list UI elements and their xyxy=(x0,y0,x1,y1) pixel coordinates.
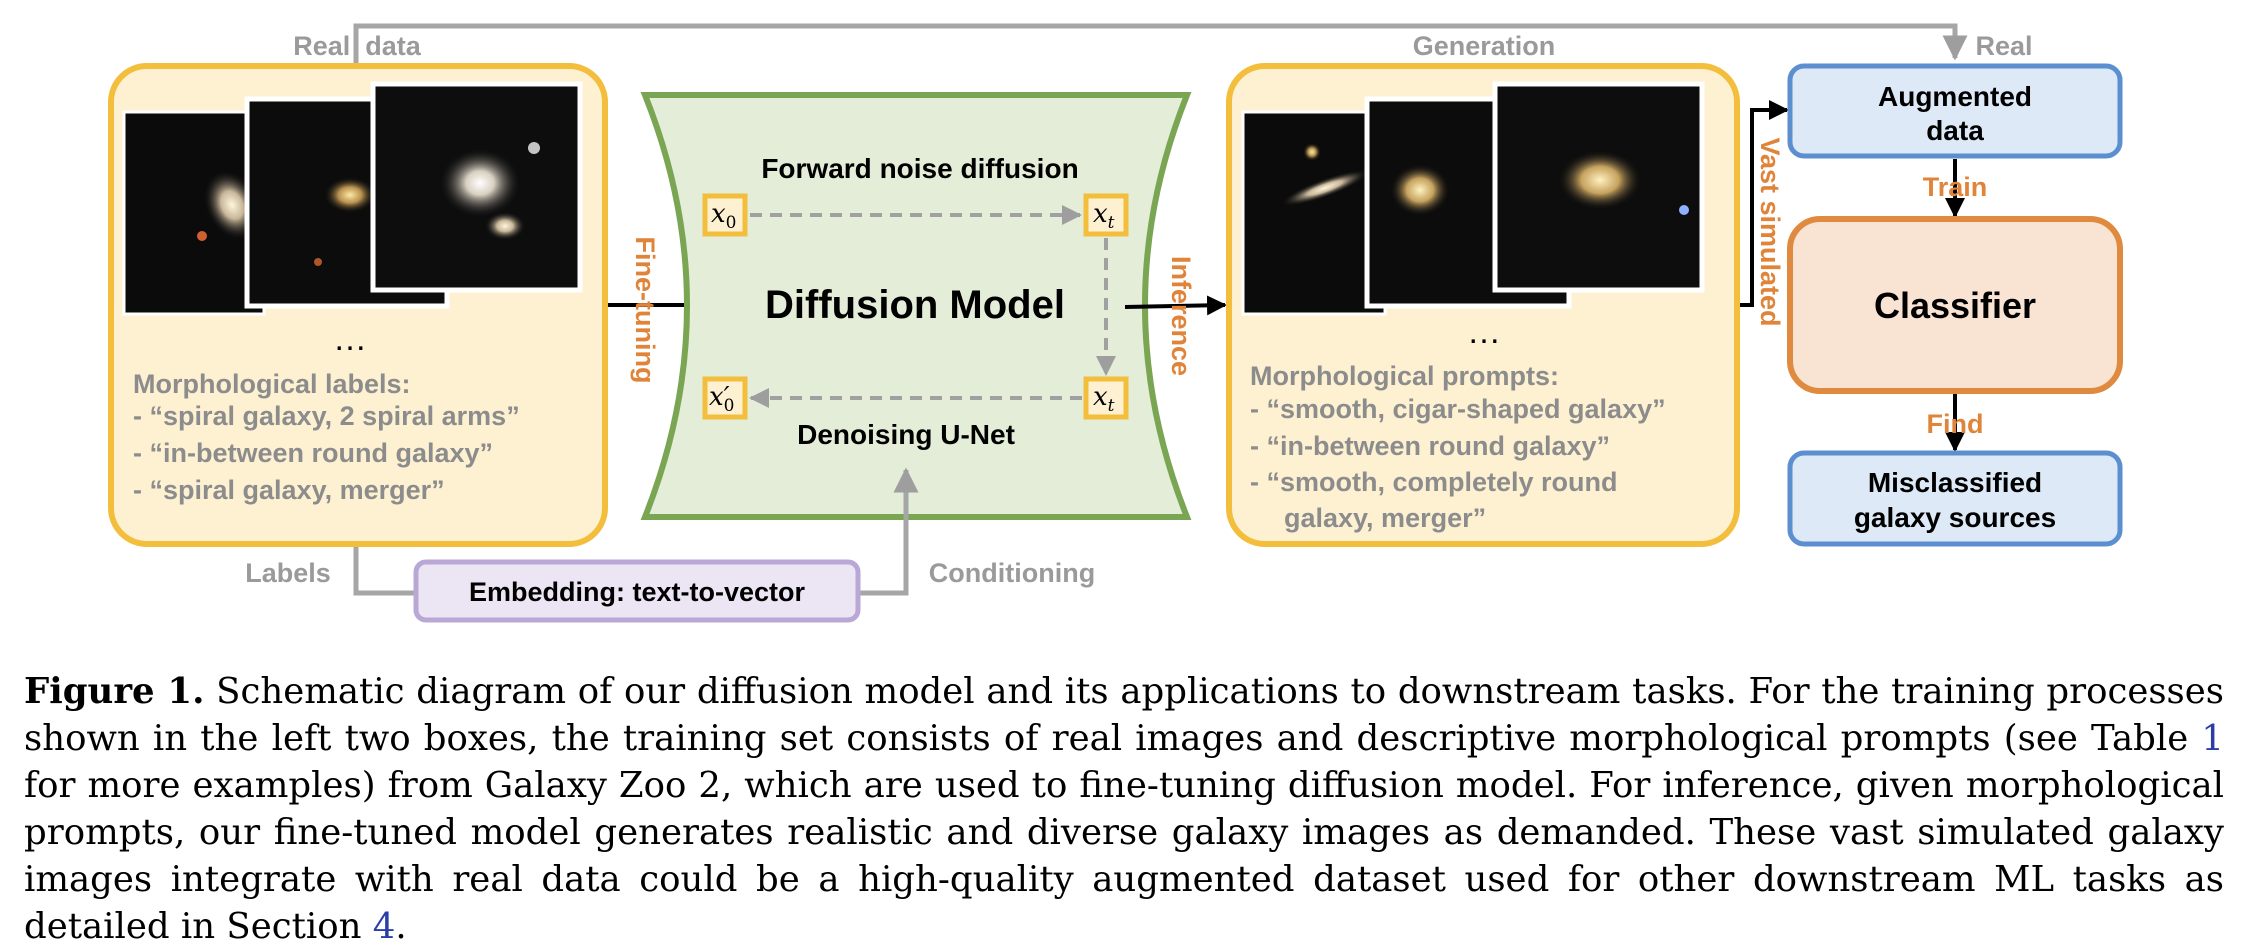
svg-text:xt: xt xyxy=(1093,382,1115,416)
label-item-1: - “spiral galaxy, 2 spiral arms” xyxy=(133,401,520,431)
labels-label: Labels xyxy=(245,558,331,588)
diffusion-model-block xyxy=(640,92,1192,520)
xt-node-bottom: xt xyxy=(1083,376,1129,420)
svg-text:x′0: x′0 xyxy=(709,382,734,416)
augmented-data-line2: data xyxy=(1926,115,1984,146)
xt-bottom-subscript: t xyxy=(1108,396,1115,416)
label-item-3: - “spiral galaxy, merger” xyxy=(133,475,445,505)
section-reference-link[interactable]: 4 xyxy=(372,906,396,947)
x0-prime-symbol: x′ xyxy=(709,382,730,412)
x0-subscript: 0 xyxy=(726,213,737,233)
caption-text-3: . xyxy=(395,906,407,947)
x0-node: x0 xyxy=(702,193,748,237)
inference-arrow xyxy=(1124,295,1227,316)
xt-bottom-symbol: x xyxy=(1093,382,1108,412)
xt-top-symbol: x xyxy=(1093,199,1108,229)
denoising-unet-label: Denoising U-Net xyxy=(797,419,1015,450)
xt-node-top: xt xyxy=(1083,193,1129,237)
caption-text-1: Schematic diagram of our diffusion model… xyxy=(24,671,2225,759)
vast-simulated-label: Vast simulated xyxy=(1755,137,1785,326)
prompt-item-3-cont: galaxy, merger” xyxy=(1284,503,1486,533)
x0-prime-subscript: 0 xyxy=(724,396,735,416)
inference-label: Inference xyxy=(1166,256,1196,376)
diffusion-process-arrows xyxy=(749,205,1116,408)
embedding-label: Embedding: text-to-vector xyxy=(469,577,806,607)
conditioning-path xyxy=(353,467,919,596)
generated-galaxy-image-1 xyxy=(1241,110,1387,316)
figure-caption: Figure 1. Schematic diagram of our diffu… xyxy=(24,668,2224,950)
svg-text:xt: xt xyxy=(1093,199,1115,233)
x0-prime-node: x′0 xyxy=(702,376,748,420)
real-data-feedback-arrow xyxy=(353,23,1968,66)
x0-symbol: x xyxy=(711,199,726,229)
morphological-prompts-heading: Morphological prompts: xyxy=(1250,361,1559,391)
generation-label: Generation xyxy=(1413,31,1556,61)
forward-noise-label: Forward noise diffusion xyxy=(761,153,1078,184)
prompt-item-3: - “smooth, completely round xyxy=(1250,467,1618,497)
train-label: Train xyxy=(1923,172,1988,202)
xt-top-subscript: t xyxy=(1108,213,1115,233)
real-images-box: … Morphological labels: - “spiral galaxy… xyxy=(108,63,608,547)
classifier-box xyxy=(1787,216,2123,394)
generated-galaxy-image-3 xyxy=(1492,81,1705,293)
misclassified-line2: galaxy sources xyxy=(1854,502,2056,533)
classifier-label: Classifier xyxy=(1874,285,2036,326)
real-data-label: Real data xyxy=(293,31,422,61)
conditioning-label: Conditioning xyxy=(929,558,1095,588)
vast-simulated-arrow xyxy=(1740,100,1789,307)
schematic-diagram: Real data Generation Real … Morphologica… xyxy=(108,23,2123,623)
caption-text-2: for more examples) from Galaxy Zoo 2, wh… xyxy=(24,765,2224,947)
misclassified-line1: Misclassified xyxy=(1868,467,2042,498)
left-ellipsis: … xyxy=(333,320,367,358)
generated-images-box: … Morphological prompts: - “smooth, ciga… xyxy=(1226,63,1740,547)
morphological-labels-heading: Morphological labels: xyxy=(133,369,411,399)
figure-label: Figure 1. xyxy=(24,671,205,712)
embedding-box xyxy=(413,559,861,623)
augmented-data-box xyxy=(1787,63,2123,159)
table-reference-link[interactable]: 1 xyxy=(2201,718,2224,759)
real-galaxy-image-3 xyxy=(370,81,583,293)
svg-text:x0: x0 xyxy=(711,199,737,233)
real-galaxy-image-1 xyxy=(122,110,266,316)
prompt-item-1: - “smooth, cigar-shaped galaxy” xyxy=(1250,394,1666,424)
find-label: Find xyxy=(1927,409,1984,439)
misclassified-box xyxy=(1787,450,2123,547)
label-item-2: - “in-between round galaxy” xyxy=(133,438,493,468)
augmented-data-line1: Augmented xyxy=(1878,81,2032,112)
diffusion-model-title: Diffusion Model xyxy=(765,283,1065,327)
real-label: Real xyxy=(1975,31,2032,61)
prompt-item-2: - “in-between round galaxy” xyxy=(1250,431,1610,461)
fine-tuning-label: Fine-tuning xyxy=(630,237,660,384)
right-ellipsis: … xyxy=(1467,313,1501,351)
